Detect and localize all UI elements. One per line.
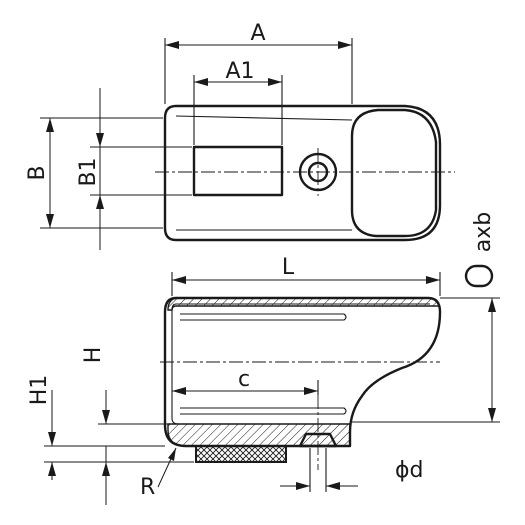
dimension-A: A (164, 21, 353, 104)
label-B1: B1 (76, 157, 101, 186)
dimension-c: c (172, 367, 319, 395)
label-L: L (282, 255, 295, 280)
dimension-jaw-height (352, 297, 500, 423)
side-view-inner-cavity (171, 303, 430, 425)
side-view-upper-slot (180, 313, 347, 321)
side-view (160, 296, 442, 470)
side-view-bottom-wall-section (167, 423, 351, 447)
side-view-knurled-pad (195, 445, 287, 463)
dimension-axb: axb (464, 212, 496, 288)
label-A1: A1 (225, 59, 254, 84)
top-view-body-outline (163, 104, 442, 242)
label-c: c (238, 367, 250, 392)
label-d: ϕd (395, 458, 423, 483)
slot-symbol (464, 264, 494, 288)
dimension-A1: A1 (193, 59, 283, 145)
label-B: B (25, 165, 50, 180)
label-axb: axb (471, 212, 496, 252)
dimension-H: H (81, 347, 170, 425)
side-view-body-outline (163, 296, 442, 448)
top-view (155, 104, 455, 242)
side-view-screw-head (298, 432, 338, 448)
side-view-lower-slot (180, 407, 347, 415)
dimension-B: B (25, 117, 163, 229)
top-view-slot (192, 145, 284, 197)
dimension-B1: B1 (76, 88, 192, 250)
side-view-top-wall-section (167, 297, 440, 311)
label-R: R (140, 475, 155, 500)
dimension-L: L (171, 255, 441, 296)
top-view-inner-edge (175, 115, 353, 121)
dimension-R: R (140, 447, 177, 500)
label-A: A (250, 21, 265, 46)
dimension-d: ϕd (280, 448, 423, 492)
top-view-jaw-pad (350, 108, 438, 238)
label-H1: H1 (27, 375, 52, 406)
label-H: H (81, 347, 106, 364)
